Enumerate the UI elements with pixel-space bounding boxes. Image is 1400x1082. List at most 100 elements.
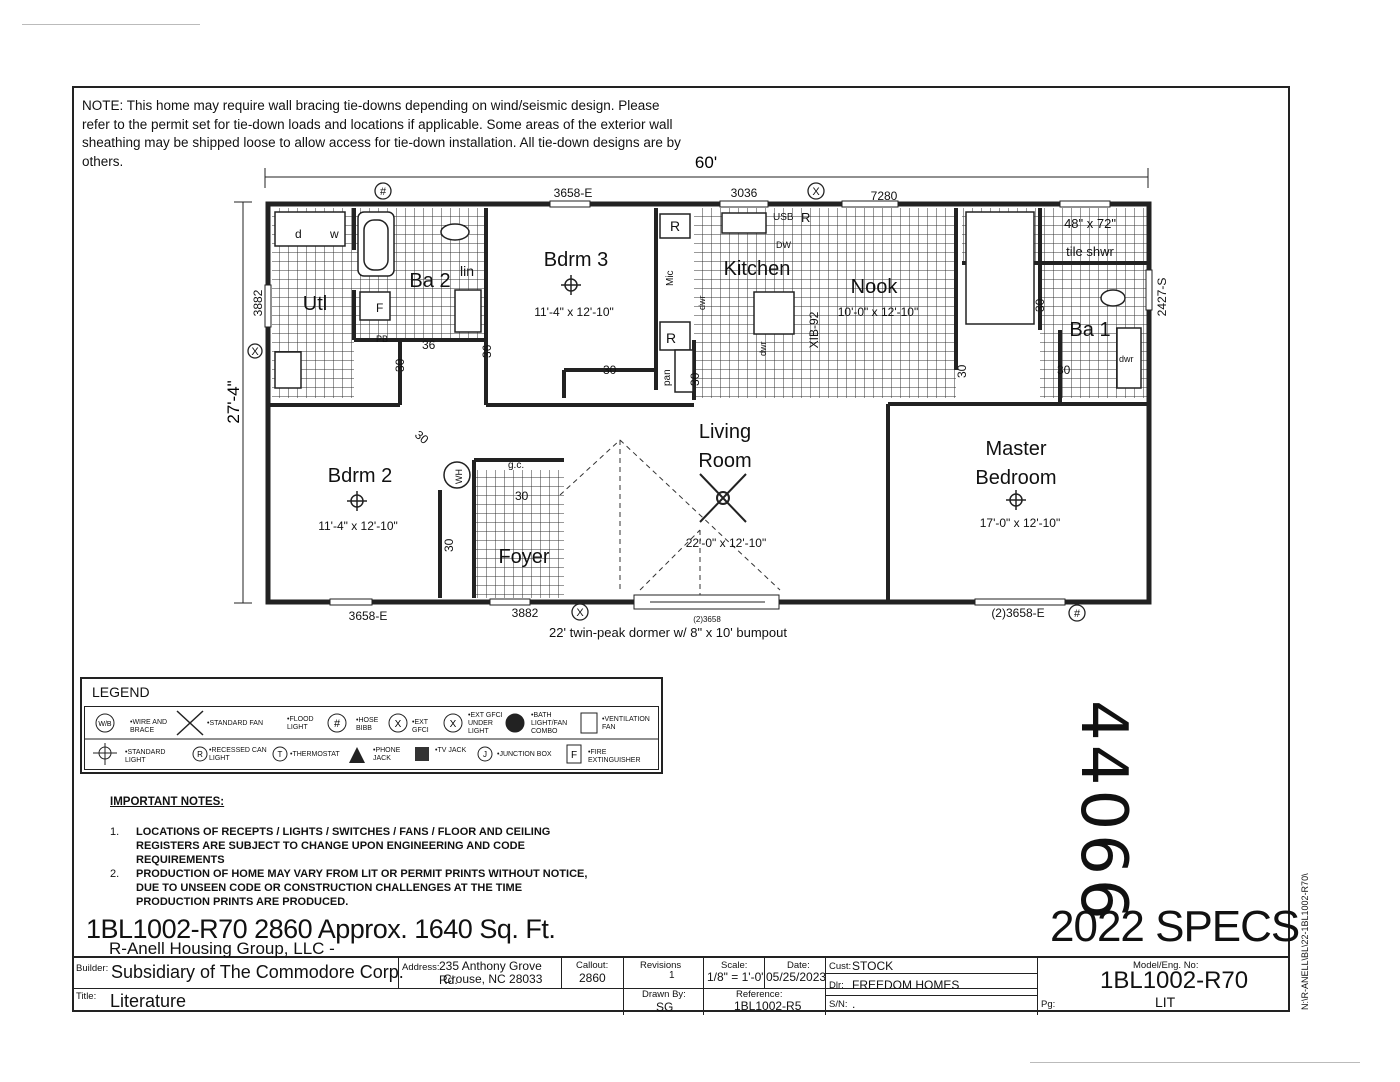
usb-label: USB [773, 212, 794, 223]
legend-label: •FIRE EXTINGUISHER [588, 749, 641, 764]
note-text: LOCATIONS OF RECEPTS / LIGHTS / SWITCHES… [136, 826, 551, 866]
model-value: 1BL1002-R70 [1100, 967, 1249, 994]
file-path-text: N:\R-ANELL\BL\22-1BL1002-R70\ [1300, 873, 1310, 1010]
room-master-size: 17'-0" x 12'-10" [980, 516, 1060, 530]
legend-label: •BATH LIGHT/FAN COMBO [531, 712, 568, 735]
drawn-by-value: SG [656, 1000, 674, 1014]
reference-label: Reference: [736, 989, 783, 1000]
revisions-value: 1 [669, 970, 675, 981]
legend-label: •STANDARD LIGHT [125, 749, 166, 764]
legend-label: •STANDARD FAN [207, 720, 263, 727]
sn-value: . [852, 997, 856, 1011]
drawing-frame [72, 86, 1290, 1012]
legend-table: W/B # X X R T J F •WIRE AND BRACE •STAND… [84, 706, 659, 770]
cust-value: STOCK [852, 959, 894, 973]
model-title: 1BL1002-R70 2860 Approx. 1640 Sq. Ft. [86, 914, 556, 944]
overall-depth-dimension [234, 201, 252, 604]
builder-line1: R-Anell Housing Group, LLC - [109, 939, 335, 958]
door-size: 30 [412, 428, 431, 448]
drawer-label: dwr [1119, 354, 1134, 364]
overall-width-dimension [264, 168, 1149, 188]
callout-label: Callout: [576, 960, 609, 971]
legend: LEGEND W/B # X X R T J F •WIRE AND BRACE… [80, 677, 663, 774]
room-living: Living [699, 421, 751, 443]
microwave-label: Mic [665, 270, 676, 286]
dishwasher-label: DW [776, 240, 791, 250]
tie-down-note: NOTE: This home may require wall bracing… [82, 98, 681, 169]
customer-cell: Cust: STOCK Dlr: FREEDOM HOMES S/N: . [825, 958, 1038, 1015]
overall-depth-label: 27'-4" [224, 380, 243, 423]
overall-width-label: 60' [695, 153, 717, 172]
dryer-label: d [295, 227, 302, 241]
door-size: 30 [1033, 298, 1047, 312]
ceiling-fan-icon [699, 473, 747, 523]
room-master: Master [985, 438, 1046, 460]
fire-ext-label: F [376, 301, 383, 315]
interior-walls [268, 208, 1149, 602]
window-label: 3658-E [349, 609, 388, 623]
scale-value: 1/8" = 1'-0" [707, 970, 766, 984]
legend-label: •THERMOSTAT [290, 751, 340, 758]
legend-label: •JUNCTION BOX [497, 751, 552, 758]
scan-rule [1030, 1062, 1360, 1063]
svg-text:W/B: W/B [98, 721, 112, 728]
address-line2: Crouse, NC 28033 [443, 972, 543, 986]
specs-heading: 2022 SPECS [1050, 902, 1300, 951]
revisions-label: Revisions [640, 960, 682, 971]
drawer-label: dwr [758, 341, 768, 356]
svg-text:X: X [450, 719, 457, 730]
light-icons [347, 275, 1026, 511]
date-value: 05/25/2023 [766, 970, 827, 984]
legend-label: •WIRE AND BRACE [130, 719, 168, 734]
title-value: Literature [110, 991, 187, 1011]
cust-label: Cust: [829, 961, 852, 972]
room-labels: Bdrm 3 11'-4" x 12'-10" Kitchen Nook 10'… [303, 249, 1111, 568]
door-size: 30 [515, 489, 529, 503]
room-nook: Nook [851, 276, 899, 298]
legend-label: •TV JACK [435, 747, 467, 754]
svg-text:X: X [812, 186, 820, 198]
washer-label: w [329, 227, 339, 241]
note-number: 1. [110, 826, 120, 838]
svg-text:#: # [380, 186, 387, 198]
builder-line2: Subsidiary of The Commodore Corp. [111, 962, 404, 982]
shower-label-2: tile shwr [1066, 244, 1114, 259]
door-size: 30 [688, 372, 702, 386]
legend-symbols: W/B # X X R T J F [85, 710, 658, 765]
room-ba1: Ba 1 [1069, 319, 1110, 341]
window-label: 3882 [251, 289, 265, 316]
drawer-label: dwr [697, 295, 707, 310]
svg-text:#: # [1074, 608, 1081, 620]
note-number: 2. [110, 868, 120, 880]
revisions-cell: Revisions 1 Drawn By: SG [623, 958, 703, 1015]
date-label: Date: [787, 960, 810, 971]
svg-text:T: T [278, 750, 283, 759]
dealer-value: FREEDOM HOMES [852, 978, 960, 992]
svg-text:X: X [395, 719, 402, 730]
door-size: 30 [955, 364, 969, 378]
builder-label: Builder: [76, 963, 109, 974]
room-nook-size: 10'-0" x 12'-10" [838, 305, 918, 319]
outlet-symbols [247, 182, 1086, 622]
r-label: R [670, 218, 680, 234]
room-bdrm2: Bdrm 2 [328, 465, 392, 487]
r-label: R [666, 330, 676, 346]
windows [264, 200, 1153, 610]
svg-text:X: X [251, 346, 259, 358]
dormer-outline [559, 439, 781, 595]
page-label: Pg: [1041, 999, 1056, 1010]
svg-text:#: # [334, 718, 341, 730]
svg-text:J: J [483, 750, 487, 759]
door-size: 30 [393, 358, 407, 372]
room-ba2: Ba 2 [409, 270, 450, 292]
handwritten-number: 44066 [1066, 700, 1140, 924]
legend-title: LEGEND [92, 684, 150, 700]
address-line1: 235 Anthony Grove Rd. [439, 959, 542, 987]
callout-cell: Callout: 2860 [561, 958, 623, 988]
legend-label: •VENTILATION FAN [602, 716, 650, 731]
scale-cell: Scale: 1/8" = 1'-0" Reference: 1BL1002-R… [703, 958, 825, 1015]
room-living-size: 22'-0" x 12'-10" [686, 536, 766, 550]
callout-value: 2860 [579, 971, 606, 985]
legend-label: •RECESSED CAN LIGHT [209, 747, 267, 762]
door-size: 36 [480, 344, 494, 358]
